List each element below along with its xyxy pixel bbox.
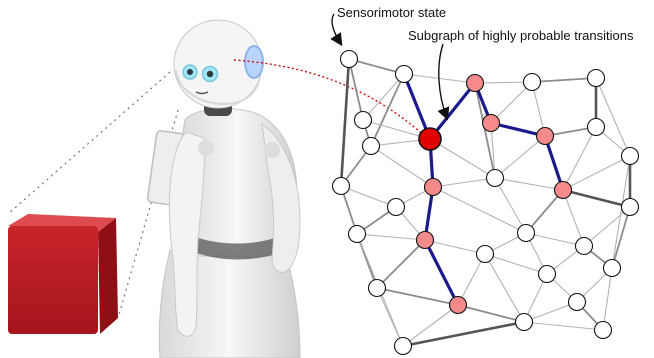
graph-edge <box>484 253 525 323</box>
graph-edge <box>611 206 631 269</box>
state-node <box>586 117 606 137</box>
graph-edge <box>611 155 631 269</box>
state-node <box>586 68 606 88</box>
graph-edge <box>474 81 533 84</box>
probable-state-node <box>465 73 485 93</box>
graph-edge <box>583 206 631 247</box>
state-node <box>339 49 359 69</box>
graph-edge <box>429 138 496 179</box>
robot-arm-left <box>168 131 206 337</box>
graph-edge <box>494 177 527 234</box>
graph-edge <box>370 73 405 147</box>
graph-edge <box>370 145 434 188</box>
graph-edge <box>595 77 631 157</box>
state-node <box>574 236 594 256</box>
state-node <box>620 146 640 166</box>
state-node <box>514 312 534 332</box>
sensorimotor-state-label: Sensorimotor state <box>337 5 446 20</box>
state-node <box>593 320 613 340</box>
graph-edge <box>562 188 631 209</box>
state-node <box>602 258 622 278</box>
state-node <box>347 224 367 244</box>
sensorimotor-state-annotation: Sensorimotor state <box>330 5 446 47</box>
graph-edge <box>523 301 578 323</box>
graph-edge <box>490 81 533 124</box>
probable-state-node <box>481 113 501 133</box>
state-node <box>361 136 381 156</box>
graph-edge <box>376 287 404 347</box>
state-node <box>537 264 557 284</box>
graph-edge <box>348 58 405 75</box>
graph-edge <box>457 304 525 323</box>
graph-edge <box>525 189 564 234</box>
state-node <box>475 244 495 264</box>
graph-edge <box>562 126 597 191</box>
state-node <box>522 72 542 92</box>
state-node <box>331 176 351 196</box>
subgraph-edge <box>489 121 547 138</box>
graph-edge <box>376 287 459 306</box>
graph-edge <box>402 304 459 347</box>
graph-edge <box>474 82 496 179</box>
graph-edge <box>602 267 613 331</box>
graph-edge <box>494 177 564 191</box>
state-node <box>516 223 536 243</box>
subgraph-edge <box>428 81 477 141</box>
probable-state-node <box>423 177 443 197</box>
state-node <box>386 197 406 217</box>
state-node <box>620 197 640 217</box>
graph-edge <box>562 155 631 191</box>
robot-arm-right <box>261 122 301 273</box>
red-cube <box>8 214 118 334</box>
graph-edge <box>356 233 426 241</box>
subgraph-label: Subgraph of highly probable transitions <box>408 28 634 43</box>
graph-edge <box>494 135 546 179</box>
subgraph-arrow <box>437 43 450 121</box>
graph-nodes <box>331 49 640 356</box>
state-node <box>394 64 414 84</box>
sensorimotor-arrow <box>330 13 343 47</box>
current-state-node <box>418 127 442 151</box>
state-node <box>367 278 387 298</box>
probable-state-node <box>535 126 555 146</box>
graph-edge <box>490 122 496 179</box>
subgraph-annotation: Subgraph of highly probable transitions <box>408 28 634 121</box>
graph-edge <box>362 73 405 121</box>
subgraph-edge <box>543 134 565 192</box>
graph-edge <box>432 186 527 234</box>
graph-edge <box>432 177 496 188</box>
graph-edge <box>424 239 486 255</box>
graph-edges <box>339 58 632 348</box>
graph-edge <box>402 320 525 348</box>
graph-edge <box>531 81 546 137</box>
graph-edge <box>525 232 585 247</box>
gaze-line <box>233 59 429 140</box>
state-node <box>353 110 373 130</box>
graph-edge <box>457 253 486 306</box>
graph-edge <box>340 185 397 208</box>
state-node <box>485 168 505 188</box>
graph-edge <box>523 321 604 331</box>
probable-state-node <box>415 230 435 250</box>
graph-edge <box>348 58 364 121</box>
graph-edge <box>562 189 585 247</box>
state-node <box>567 292 587 312</box>
probable-state-node <box>448 295 468 315</box>
graph-edge <box>531 77 597 83</box>
subgraph-edge <box>423 238 460 307</box>
graph-edge <box>339 58 351 187</box>
graph-edge <box>376 239 426 289</box>
robot <box>146 19 301 358</box>
state-node <box>393 336 413 356</box>
graph-edge <box>484 253 548 275</box>
probable-state-node <box>553 180 573 200</box>
